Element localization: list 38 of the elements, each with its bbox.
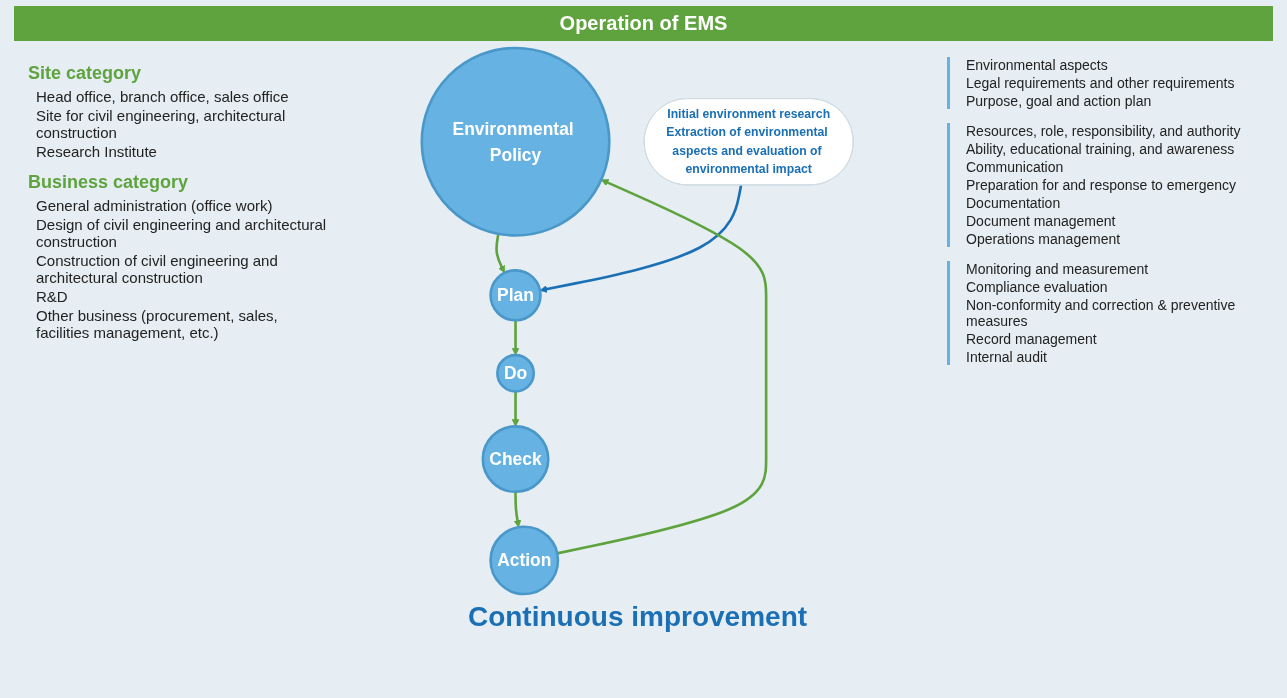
node-circle: Environmental Policy [420,46,611,237]
center-caption: Continuous improvement [467,601,808,633]
arrow [495,233,505,274]
bullet-item: Documentation [966,195,1062,211]
arrow [539,185,743,293]
bullet-item: Site for civil engineering, architectural construction [36,107,287,141]
bullet-item: Resources, role, responsibility, and authority [966,123,1242,139]
category-heading: Site category [28,63,143,84]
bullet-item: Preparation for and response to emergency [966,177,1238,193]
arrow [513,491,522,528]
bullet-item: Ability, educational training, and awareness [966,141,1236,157]
title-banner: Operation of EMS [14,6,1273,41]
bullet-item: Communication [966,159,1065,175]
bullet-item: Non-conformity and correction & preventive measures [966,297,1237,329]
category-heading: Business category [28,172,190,193]
bullet-item: R&D [36,288,69,305]
node-circle: Action [489,525,560,596]
bullet-item: Record management [966,331,1098,347]
node-circle: Check [481,425,550,494]
bullet-item: Monitoring and measurement [966,261,1150,277]
bullet-item: Design of civil engineering and architectural construction [36,216,328,250]
arrow [511,320,520,356]
arrow [511,391,520,427]
bullet-item: Research Institute [36,143,158,160]
bullet-item: Document management [966,213,1117,229]
bullet-item: Internal audit [966,349,1048,365]
bullet-item: Other business (procurement, sales, facilities management, etc.) [36,307,279,341]
bullet-item: Operations management [966,231,1122,247]
bullet-item: Environmental aspects [966,57,1109,73]
arrow [556,179,768,555]
node-circle: Do [496,353,536,393]
bullet-item: Purpose, goal and action plan [966,93,1153,109]
bullet-item: Legal requirements and other requirements [966,75,1236,91]
bullet-item: Head office, branch office, sales office [36,88,290,105]
node-circle: Plan [489,269,542,322]
bullet-item: Compliance evaluation [966,279,1109,295]
bullet-item: General administration (office work) [36,197,274,214]
bullet-item: Construction of civil engineering and architectural construction [36,252,279,286]
